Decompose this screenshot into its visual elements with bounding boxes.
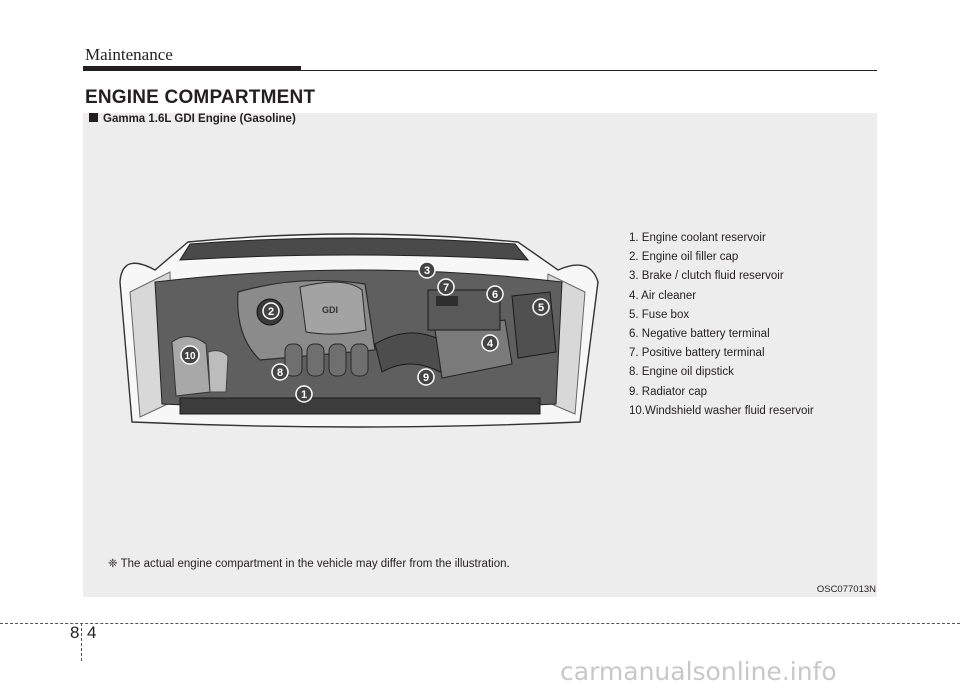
engine-cover-text: GDI <box>322 305 338 315</box>
legend-item: 5. Fuse box <box>629 308 690 321</box>
callout-5: 5 <box>538 302 544 314</box>
callout-7: 7 <box>443 282 449 294</box>
page-number: 4 <box>87 623 97 642</box>
footer-page-divider <box>81 623 82 661</box>
legend-item: 7. Positive battery terminal <box>629 347 765 360</box>
callout-6: 6 <box>492 289 498 301</box>
legend-item: 10.Windshield washer fluid reservoir <box>629 404 814 417</box>
watermark: carmanualsonline.info <box>560 657 837 686</box>
section-header: Maintenance <box>85 45 173 64</box>
component-legend: 1. Engine coolant reservoir 2. Engine oi… <box>629 229 814 421</box>
legend-item: 1. Engine coolant reservoir <box>629 232 766 244</box>
engine-illustration: GDI 1 2 3 4 5 6 7 8 9 10 <box>119 233 599 428</box>
header-rule-thin <box>301 69 877 72</box>
legend-item: 8. Engine oil dipstick <box>629 366 734 379</box>
legend-item: 2. Engine oil filler cap <box>629 251 739 264</box>
callout-10: 10 <box>184 351 196 362</box>
callout-3: 3 <box>424 265 430 277</box>
header-rule-thick <box>83 66 301 71</box>
legend-item: 6. Negative battery terminal <box>629 328 770 341</box>
callout-8: 8 <box>277 367 283 379</box>
page-title: ENGINE COMPARTMENT <box>85 87 316 108</box>
figure-subtitle-text: Gamma 1.6L GDI Engine (Gasoline) <box>103 113 296 125</box>
figure-subtitle: Gamma 1.6L GDI Engine (Gasoline) <box>89 113 296 125</box>
figure-code: OSC077013N <box>816 584 876 595</box>
legend-item: 3. Brake / clutch fluid reservoir <box>629 270 784 283</box>
legend-item: 4. Air cleaner <box>629 289 697 302</box>
callout-1: 1 <box>301 389 307 401</box>
illustration-note: ❈ The actual engine compartment in the v… <box>108 558 510 570</box>
legend-item: 9. Radiator cap <box>629 385 707 398</box>
footer-divider <box>0 623 960 624</box>
section-number: 8 <box>70 623 80 642</box>
callout-2: 2 <box>268 306 274 318</box>
square-bullet-icon <box>89 113 98 122</box>
callout-9: 9 <box>423 372 429 384</box>
callout-4: 4 <box>487 338 494 350</box>
